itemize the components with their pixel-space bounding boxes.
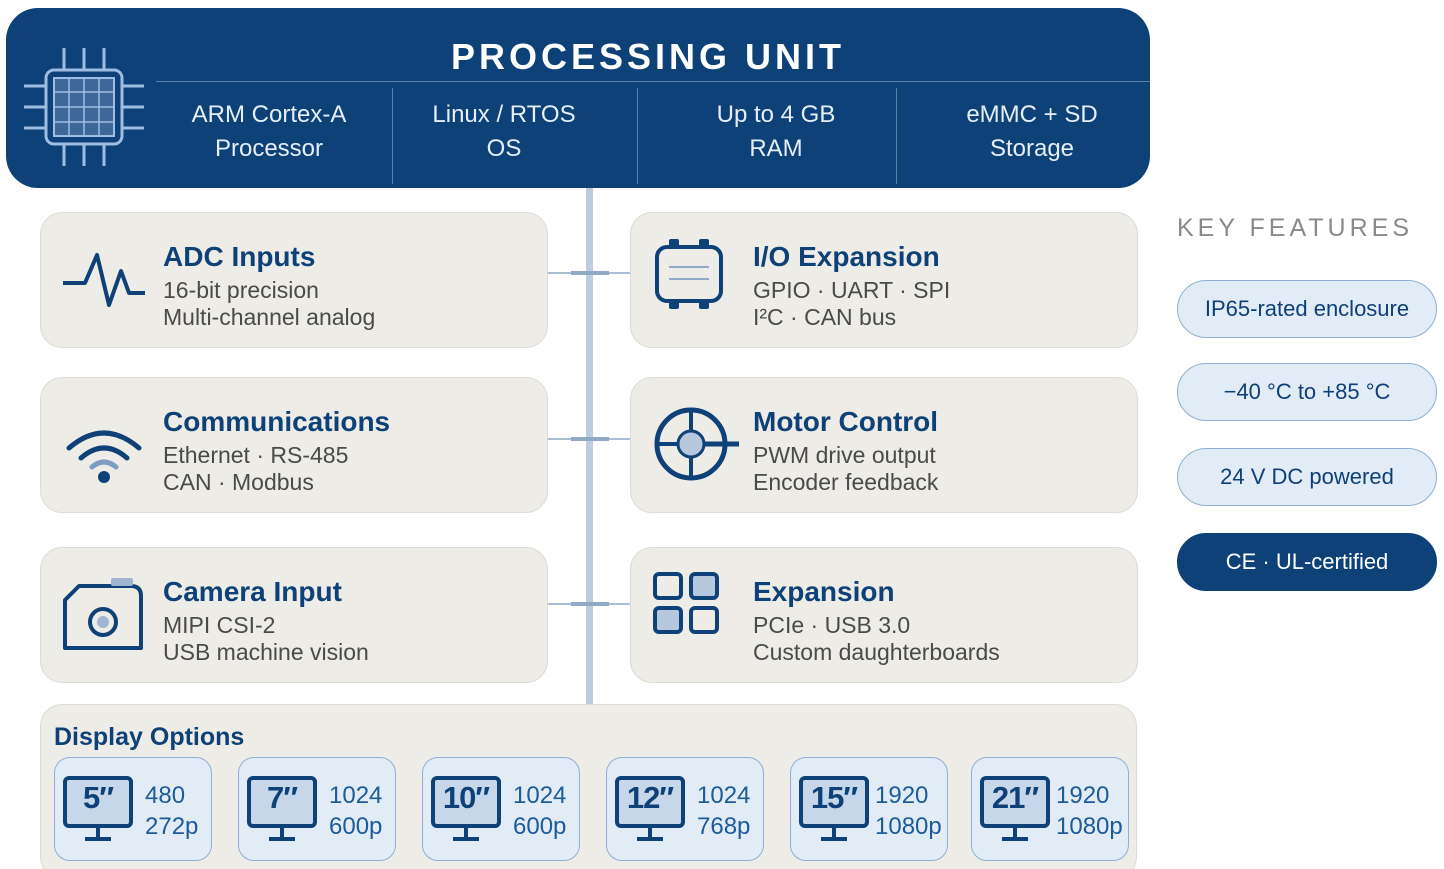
- display-resolution: 1024 768p: [697, 780, 750, 842]
- display-size: 10″: [442, 780, 490, 815]
- bus-spine: [586, 188, 593, 704]
- monitor-icon: [431, 776, 501, 841]
- spec-divider: [392, 88, 393, 184]
- header-divider: [156, 81, 1150, 82]
- display-resolution: 480 272p: [145, 780, 198, 842]
- spec-storage: eMMC + SD Storage: [912, 98, 1152, 166]
- spec-value: Linux / RTOS: [432, 101, 576, 128]
- module-detail: MIPI CSI-2: [163, 612, 276, 638]
- display-option[interactable]: 21″ 1920 1080p: [971, 757, 1129, 861]
- key-features-title: KEY FEATURES: [1177, 214, 1414, 242]
- module-detail: PWM drive output: [753, 442, 936, 468]
- display-resolution: 1024 600p: [329, 780, 382, 842]
- module-detail: CAN · Modbus: [163, 469, 314, 495]
- module-card-io-expansion: I/O Expansion GPIO · UART · SPI I²C · CA…: [630, 212, 1138, 348]
- display-size: 12″: [626, 780, 674, 815]
- monitor-icon: [980, 776, 1050, 841]
- resolution-width: 1024: [513, 782, 567, 809]
- display-option[interactable]: 15″ 1920 1080p: [790, 757, 948, 861]
- monitor-icon: [63, 776, 133, 841]
- display-size: 7″: [266, 780, 298, 815]
- resolution-width: 1024: [329, 782, 383, 809]
- spec-ram: Up to 4 GB RAM: [656, 98, 896, 166]
- spec-processor: ARM Cortex-A Processor: [149, 98, 389, 166]
- module-title: Motor Control: [753, 406, 939, 437]
- camera-icon: [63, 578, 143, 650]
- resolution-height: 768p: [697, 813, 751, 840]
- spec-value: ARM Cortex-A: [191, 101, 347, 128]
- grid-icon: [653, 572, 719, 634]
- module-detail: 16-bit precision: [163, 277, 319, 303]
- resolution-width: 480: [145, 782, 186, 809]
- display-option[interactable]: 12″ 1024 768p: [606, 757, 764, 861]
- resolution-height: 600p: [513, 813, 567, 840]
- display-options-panel: Display Options 5″ 480 272p 7″ 1024 600p: [40, 704, 1137, 869]
- resolution-width: 1920: [1056, 782, 1110, 809]
- resolution-width: 1920: [875, 782, 929, 809]
- monitor-icon: [799, 776, 869, 841]
- display-resolution: 1920 1080p: [875, 780, 942, 842]
- module-card-camera-input: Camera Input MIPI CSI-2 USB machine visi…: [40, 547, 548, 683]
- module-card-adc: ADC Inputs 16-bit precision Multi-channe…: [40, 212, 548, 348]
- feature-pill: −40 °C to +85 °C: [1177, 363, 1437, 421]
- wifi-icon: [66, 430, 142, 483]
- module-title: ADC Inputs: [163, 241, 316, 272]
- display-options-title: Display Options: [54, 723, 245, 751]
- display-option[interactable]: 5″ 480 272p: [54, 757, 212, 861]
- feature-pill-highlight: CE · UL-certified: [1177, 533, 1437, 591]
- module-card-expansion: Expansion PCIe · USB 3.0 Custom daughter…: [630, 547, 1138, 683]
- module-detail: Encoder feedback: [753, 469, 939, 495]
- spec-label: OS: [486, 135, 522, 162]
- io-board-icon: [655, 239, 723, 309]
- module-detail: Custom daughterboards: [753, 639, 1000, 665]
- module-title: I/O Expansion: [753, 241, 940, 272]
- spec-label: RAM: [749, 135, 803, 162]
- module-title: Communications: [163, 406, 391, 437]
- resolution-height: 1080p: [875, 813, 942, 840]
- display-option[interactable]: 7″ 1024 600p: [238, 757, 396, 861]
- spec-value: eMMC + SD: [966, 101, 1098, 128]
- module-card-motor-control: Motor Control PWM drive output Encoder f…: [630, 377, 1138, 513]
- motor-icon: [654, 407, 739, 481]
- module-title: Camera Input: [163, 576, 342, 607]
- spec-label: Storage: [989, 135, 1075, 162]
- resolution-width: 1024: [697, 782, 751, 809]
- module-detail: I²C · CAN bus: [753, 304, 897, 330]
- display-resolution: 1920 1080p: [1056, 780, 1123, 842]
- module-title: Expansion: [753, 576, 895, 607]
- resolution-height: 600p: [329, 813, 383, 840]
- module-detail: Ethernet · RS-485: [163, 442, 349, 468]
- display-size: 21″: [991, 780, 1039, 815]
- module-detail: USB machine vision: [163, 639, 369, 665]
- module-detail: PCIe · USB 3.0: [753, 612, 911, 638]
- resolution-height: 272p: [145, 813, 199, 840]
- spec-label: Processor: [214, 135, 324, 162]
- header-title: PROCESSING UNIT: [450, 36, 846, 77]
- module-card-communications: Communications Ethernet · RS-485 CAN · M…: [40, 377, 548, 513]
- monitor-icon: [247, 776, 317, 841]
- processing-unit-header: PROCESSING UNIT ARM Cortex-A Processor L…: [6, 8, 1150, 188]
- feature-pill: IP65-rated enclosure: [1177, 280, 1437, 338]
- display-option[interactable]: 10″ 1024 600p: [422, 757, 580, 861]
- feature-pill: 24 V DC powered: [1177, 448, 1437, 506]
- monitor-icon: [615, 776, 685, 841]
- display-size: 5″: [82, 780, 114, 815]
- resolution-height: 1080p: [1056, 813, 1123, 840]
- waveform-icon: [63, 253, 145, 307]
- module-detail: GPIO · UART · SPI: [753, 277, 951, 303]
- cpu-chip-icon: [24, 48, 144, 166]
- spec-divider: [637, 88, 638, 184]
- spec-value: Up to 4 GB: [716, 101, 836, 128]
- display-size: 15″: [810, 780, 858, 815]
- spec-os: Linux / RTOS OS: [384, 98, 624, 166]
- spec-divider: [896, 88, 897, 184]
- display-resolution: 1024 600p: [513, 780, 566, 842]
- module-detail: Multi-channel analog: [163, 304, 376, 330]
